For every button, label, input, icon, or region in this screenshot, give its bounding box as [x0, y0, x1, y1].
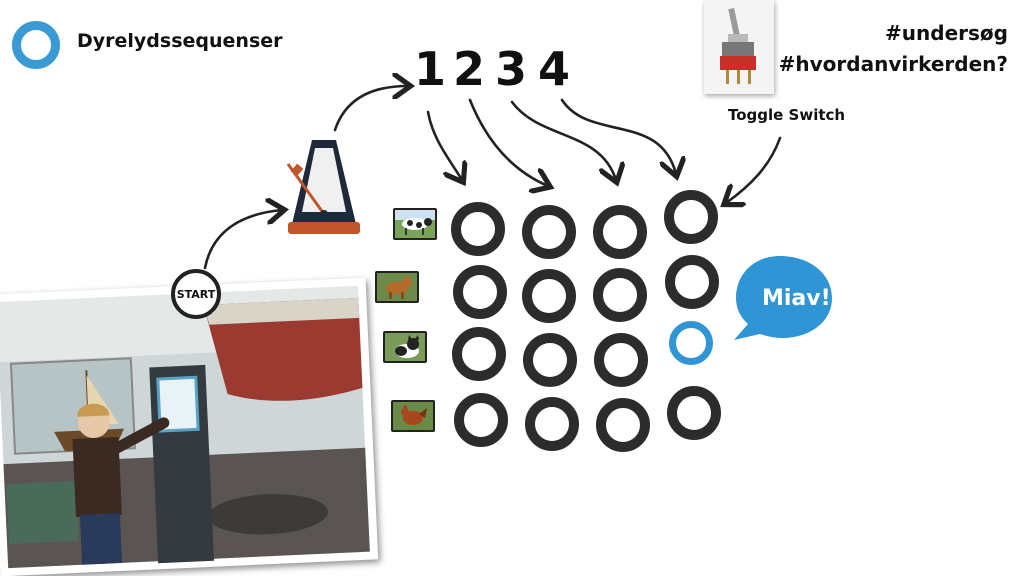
chicken-image — [391, 400, 435, 432]
arrow-step-1 — [426, 110, 462, 180]
sequence-cell-r2c1[interactable] — [453, 265, 507, 319]
step-number-4: 4 — [538, 42, 571, 96]
arrow-metronome-to-steps — [333, 86, 408, 132]
sequence-cell-r4c1[interactable] — [454, 393, 508, 447]
arrow-step-3 — [510, 100, 616, 180]
step-number-2: 2 — [453, 42, 486, 96]
sequence-cell-r3c3[interactable] — [594, 333, 648, 387]
arrow-start-to-metronome — [203, 210, 282, 270]
step-number-3: 3 — [495, 42, 528, 96]
step-number-1: 1 — [414, 42, 447, 96]
exhibit-photo — [0, 277, 379, 576]
speech-bubble-text: Miav! — [762, 286, 831, 311]
toggle-switch-photo — [704, 0, 774, 94]
sequence-cell-r2c3[interactable] — [593, 268, 647, 322]
sequence-cell-r1c1[interactable] — [451, 202, 505, 256]
child-at-kiosk-image — [0, 285, 370, 569]
hashtags: #undersøg #hvordanvirkerden? — [779, 18, 1008, 80]
sequence-cell-r3c4-active[interactable] — [669, 321, 713, 365]
cow-image — [393, 208, 437, 240]
tag-undersog: #undersøg — [885, 21, 1008, 45]
sequence-cell-r4c4[interactable] — [667, 386, 721, 440]
arrow-step-4 — [560, 98, 676, 174]
speech-bubble-icon — [734, 256, 832, 340]
dog-image — [375, 271, 419, 303]
sequence-cell-r4c3[interactable] — [596, 398, 650, 452]
arrow-toggle — [726, 136, 782, 203]
start-badge: START — [171, 269, 221, 319]
sequence-cell-r4c2[interactable] — [525, 397, 579, 451]
sequence-cell-r2c2[interactable] — [522, 269, 576, 323]
page-title: Dyrelydssequenser — [77, 30, 283, 52]
toggle-switch-icon — [704, 0, 774, 94]
sequence-cell-r1c3[interactable] — [593, 205, 647, 259]
circle-logo-icon — [12, 21, 60, 69]
sequence-cell-r3c1[interactable] — [452, 327, 506, 381]
sequence-cell-r3c2[interactable] — [523, 333, 577, 387]
toggle-switch-label: Toggle Switch — [728, 106, 846, 124]
sequence-cell-r1c4[interactable] — [664, 190, 718, 244]
arrow-step-2 — [468, 98, 548, 186]
metronome-icon — [286, 140, 360, 234]
cat-image — [383, 331, 427, 363]
sequence-cell-r1c2[interactable] — [522, 205, 576, 259]
sequence-cell-r2c4[interactable] — [665, 255, 719, 309]
tag-hvordanvirkerden: #hvordanvirkerden? — [778, 52, 1008, 76]
